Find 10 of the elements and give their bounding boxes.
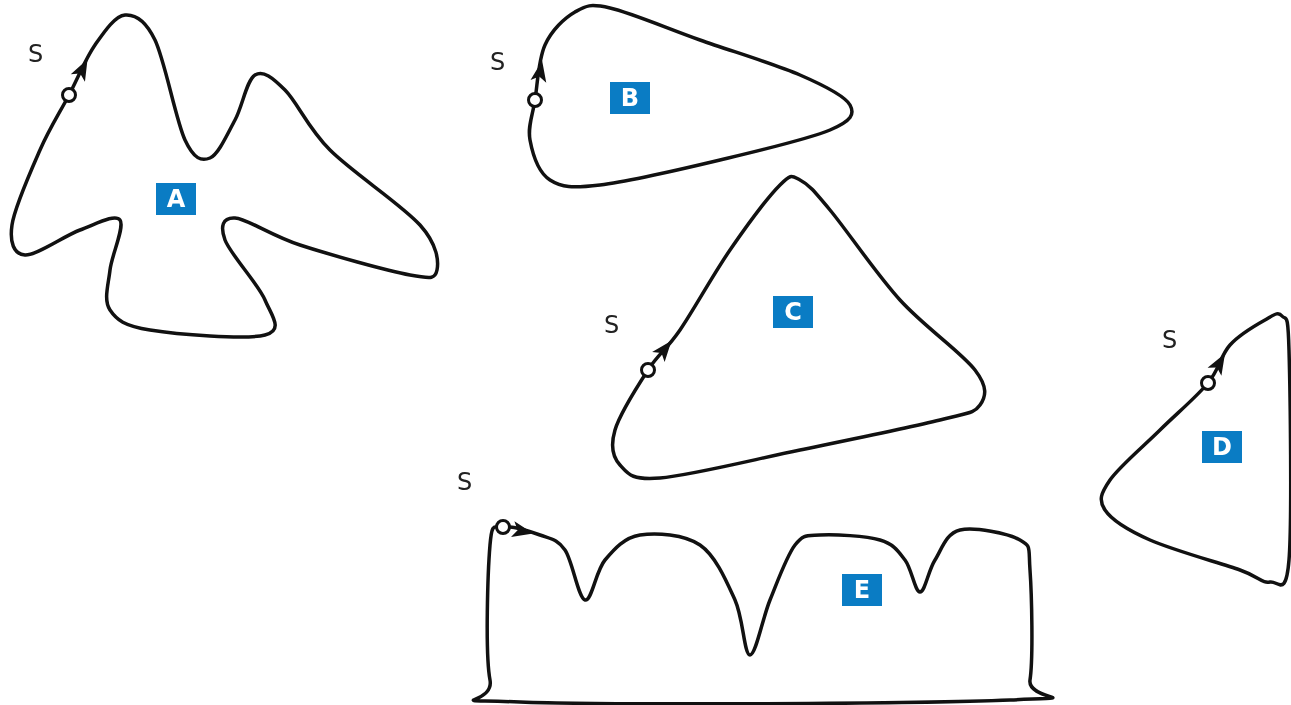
start-label: S [28, 41, 44, 67]
start-label: S [1162, 327, 1178, 353]
start-label: S [457, 469, 473, 495]
shape-letter-label: C [773, 296, 813, 328]
start-label: S [490, 49, 506, 75]
shape-letter-label: D [1202, 431, 1242, 463]
start-label: S [604, 312, 620, 338]
shape-letter-label: E [842, 574, 882, 606]
shape-letter-label: B [610, 82, 650, 114]
shape-letter-label: A [156, 183, 196, 215]
